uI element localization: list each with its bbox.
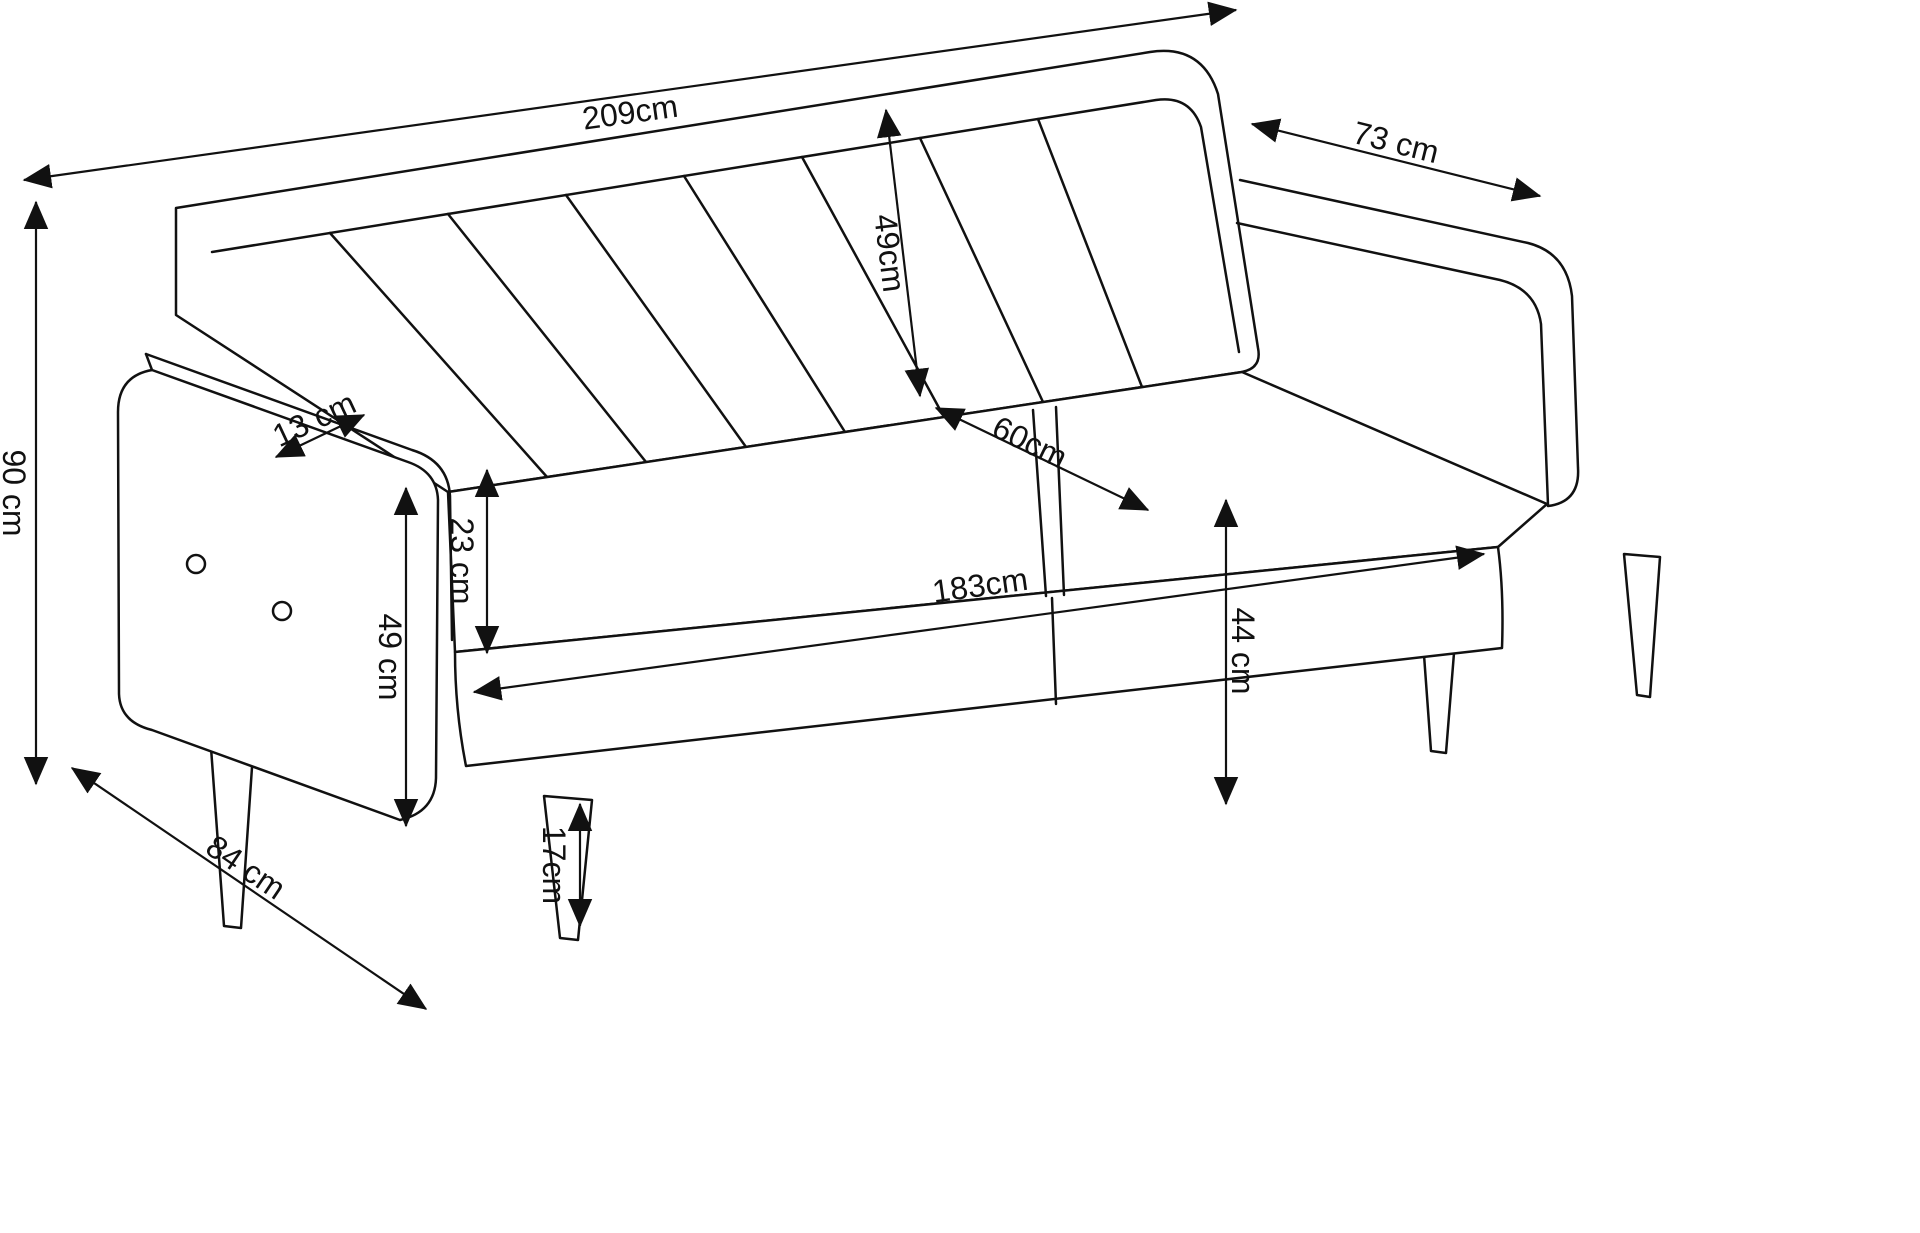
dim-line-armrest-top-width: [274, 414, 366, 458]
dim-label-side-depth: 73 cm: [1349, 114, 1442, 170]
left-arm: [116, 352, 454, 822]
dim-line-seat-depth: [934, 407, 1150, 511]
dim-label-leg-height: 17cm: [536, 826, 572, 904]
right-arm-inner-edge: [1235, 221, 1550, 507]
right-arm-outer-edge: [1238, 178, 1580, 508]
dim-line-side-depth: [1250, 118, 1542, 202]
arm-button-1: [185, 553, 207, 575]
dim-line-backrest-height: [876, 108, 930, 398]
left-arm-top-band: [144, 352, 454, 642]
dim-line-total-width: [22, 1, 1238, 189]
arm-button-2: [271, 600, 293, 622]
dim-label-seat-height: 44 cm: [1225, 607, 1261, 694]
left-arm-band-end: [144, 352, 154, 372]
dim-label-total-height: 90 cm: [0, 449, 32, 536]
dim-line-total-depth: [70, 767, 428, 1010]
dimension-lines: [22, 1, 1542, 1010]
dim-label-cushion-thickness: 23 cm: [444, 517, 480, 604]
right-arm: [1235, 178, 1580, 508]
dim-label-armrest-height: 49 cm: [372, 613, 408, 700]
leg-right-rear: [1622, 552, 1662, 699]
sofa-outline: [116, 49, 1662, 942]
dim-line-seat-width: [472, 545, 1486, 701]
